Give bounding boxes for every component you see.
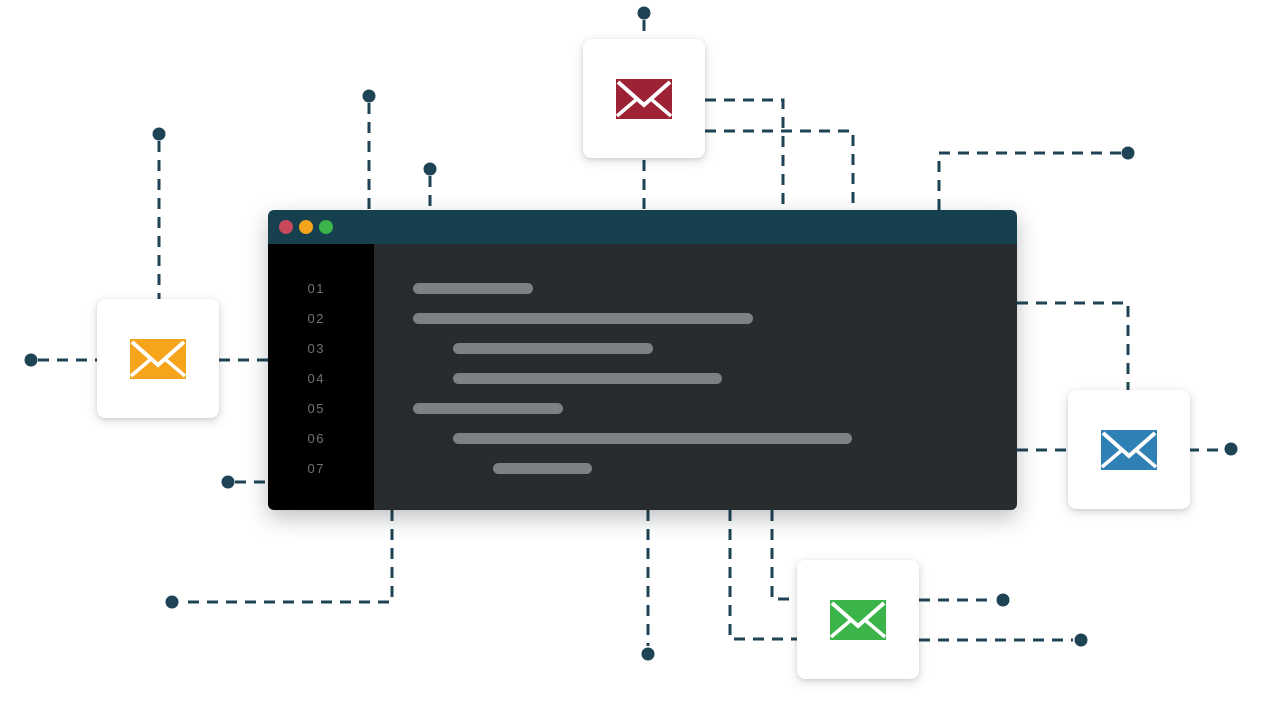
- email-card-bottom[interactable]: [797, 560, 919, 679]
- window-titlebar[interactable]: [268, 210, 1017, 244]
- envelope-icon: [1101, 429, 1157, 470]
- node-dot: [165, 595, 179, 609]
- node-dot: [24, 353, 38, 367]
- envelope-icon: [830, 599, 886, 640]
- envelope-icon: [130, 338, 186, 379]
- connector-path: [705, 129, 855, 210]
- node-dot: [362, 89, 376, 103]
- node-dot: [1224, 442, 1238, 456]
- connector-path: [1017, 301, 1130, 390]
- close-button[interactable]: [279, 220, 293, 234]
- maximize-button[interactable]: [319, 220, 333, 234]
- connector-path: [728, 510, 797, 641]
- connector-path: [937, 151, 1121, 210]
- email-card-right[interactable]: [1068, 390, 1190, 509]
- code-editor-window: 01 02 03 04 05 06 07: [268, 210, 1017, 510]
- line-number: 07: [307, 461, 325, 476]
- line-number: 05: [307, 401, 325, 416]
- node-dot: [996, 593, 1010, 607]
- connector-node-dots: [24, 6, 1238, 661]
- code-line-bar: [453, 343, 653, 354]
- node-dot: [1121, 146, 1135, 160]
- line-number: 02: [307, 311, 325, 326]
- email-card-top[interactable]: [583, 39, 705, 158]
- code-area: [374, 244, 1017, 510]
- line-number: 03: [307, 341, 325, 356]
- node-dot: [221, 475, 235, 489]
- node-dot: [641, 647, 655, 661]
- code-line-bar: [413, 283, 533, 294]
- email-card-left[interactable]: [97, 299, 219, 418]
- envelope-icon: [616, 78, 672, 119]
- code-line-bar: [413, 313, 753, 324]
- code-line-bar: [453, 373, 722, 384]
- connector-lines: [38, 20, 1223, 646]
- minimize-button[interactable]: [299, 220, 313, 234]
- node-dot: [152, 127, 166, 141]
- code-line-bar: [493, 463, 592, 474]
- connector-path: [705, 98, 785, 210]
- code-line-bar: [413, 403, 563, 414]
- code-line-bar: [453, 433, 852, 444]
- connector-path: [770, 510, 797, 601]
- node-dot: [1074, 633, 1088, 647]
- line-number-gutter: 01 02 03 04 05 06 07: [268, 244, 374, 510]
- editor-body: 01 02 03 04 05 06 07: [268, 244, 1017, 510]
- line-number: 06: [307, 431, 325, 446]
- line-number: 01: [307, 281, 325, 296]
- node-dot: [637, 6, 651, 20]
- node-dot: [423, 162, 437, 176]
- line-number: 04: [307, 371, 325, 386]
- connector-path: [180, 510, 394, 604]
